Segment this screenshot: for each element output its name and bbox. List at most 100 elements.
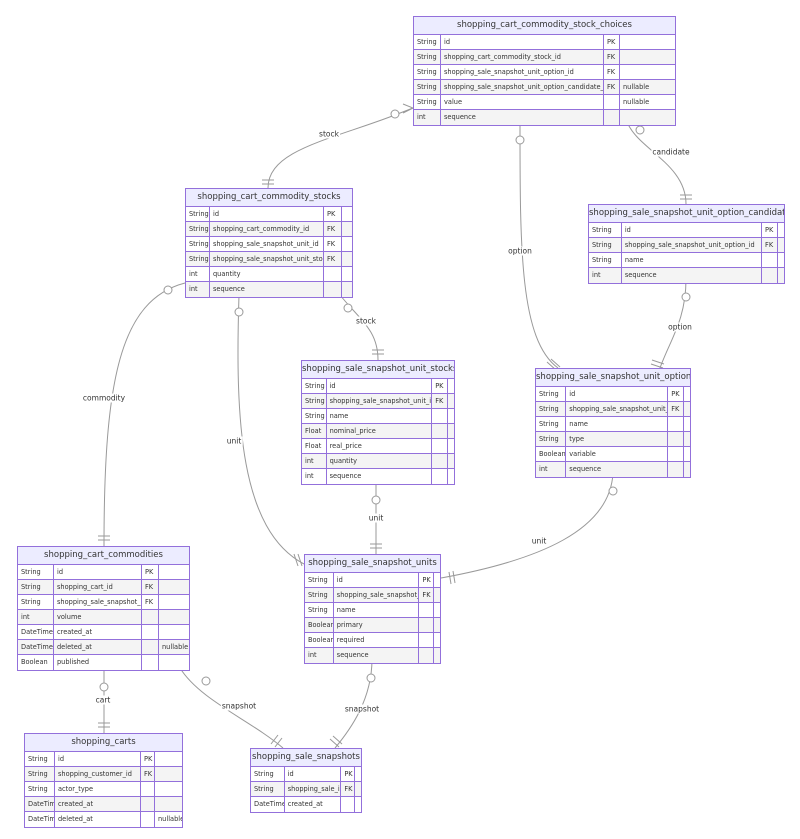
- attribute-key: [324, 282, 342, 297]
- attribute-comment: [448, 469, 454, 484]
- attribute-type: int: [414, 110, 441, 125]
- attribute-comment: [684, 432, 690, 446]
- entity-title: shopping_sale_snapshot_unit_options: [536, 369, 690, 387]
- attribute-name: type: [566, 432, 669, 446]
- attribute-name: shopping_sale_snapshot_unit_id: [327, 394, 433, 408]
- attribute-key: [668, 462, 684, 477]
- attribute-comment: [434, 603, 440, 617]
- attribute-key: FK: [142, 580, 159, 594]
- attribute-comment: [620, 50, 675, 64]
- attribute-name: id: [334, 573, 420, 587]
- attribute-type: Boolean: [305, 618, 334, 632]
- attribute-key: [762, 268, 778, 283]
- attribute-type: String: [414, 95, 441, 109]
- entity-title: shopping_sale_snapshot_unit_stocks: [302, 361, 454, 379]
- attribute-type: String: [18, 565, 54, 579]
- attribute-type: DateTime: [25, 812, 55, 827]
- attribute-type: String: [18, 595, 54, 609]
- attribute-type: Float: [302, 424, 327, 438]
- attribute-key: PK: [419, 573, 434, 587]
- edge-stock-choices: [267, 107, 414, 189]
- attribute-type: String: [251, 782, 285, 796]
- attribute-name: quantity: [210, 267, 324, 281]
- attribute-name: shopping_cart_commodity_id: [210, 222, 324, 236]
- cardinality-zero-circle: [608, 486, 618, 496]
- attribute-name: primary: [334, 618, 420, 632]
- attribute-comment: [155, 782, 182, 796]
- attribute-key: FK: [324, 237, 342, 251]
- attribute-type: String: [589, 223, 622, 237]
- attribute-key: PK: [142, 565, 159, 579]
- attribute-comment: [159, 625, 189, 639]
- cardinality-bar: [650, 363, 664, 369]
- attribute-type: Boolean: [305, 633, 334, 647]
- attribute-type: String: [186, 222, 210, 236]
- attribute-type: String: [414, 35, 441, 49]
- attribute-comment: nullable: [623, 98, 650, 106]
- entity-title: shopping_carts: [25, 734, 182, 752]
- attribute-key: [324, 267, 342, 281]
- attribute-key: PK: [324, 207, 342, 221]
- attribute-key: FK: [668, 402, 684, 416]
- cardinality-zero-circle: [371, 495, 381, 505]
- attribute-comment: [159, 610, 189, 624]
- attribute-name: id: [55, 752, 141, 766]
- entity-title: shopping_cart_commodity_stock_choices: [414, 17, 675, 35]
- attribute-type: String: [414, 50, 441, 64]
- attribute-comment: [434, 618, 440, 632]
- attribute-name: value: [441, 95, 604, 109]
- attribute-type: int: [589, 268, 622, 283]
- attribute-key: FK: [419, 588, 434, 602]
- attribute-comment: [159, 580, 189, 594]
- attribute-comment: [159, 565, 189, 579]
- edge-stock-unitstocks: [339, 294, 379, 361]
- attribute-key: [419, 603, 434, 617]
- attribute-type: int: [186, 267, 210, 281]
- entity-title: shopping_cart_commodities: [18, 547, 189, 565]
- attribute-comment: [342, 207, 352, 221]
- edge-unit-options: [440, 472, 614, 579]
- attribute-comment: [778, 268, 784, 283]
- attribute-key: PK: [762, 223, 778, 237]
- attribute-name: id: [622, 223, 763, 237]
- attribute-name: sequence: [566, 462, 669, 477]
- attribute-key: [419, 648, 434, 663]
- entity-title: shopping_sale_snapshot_units: [305, 555, 440, 573]
- attribute-name: shopping_sale_snapshot_unit_option_candi…: [441, 80, 604, 94]
- attribute-name: shopping_sale_snapshot_unit_id: [210, 237, 324, 251]
- attribute-type: DateTime: [18, 640, 54, 654]
- attribute-name: volume: [54, 610, 142, 624]
- attribute-comment: [778, 223, 784, 237]
- attribute-type: int: [305, 648, 334, 663]
- attribute-key: PK: [141, 752, 155, 766]
- attribute-comment: [684, 417, 690, 431]
- attribute-name: created_at: [54, 625, 142, 639]
- attribute-type: DateTime: [251, 797, 285, 812]
- attribute-name: deleted_at: [54, 640, 142, 654]
- attribute-type: String: [25, 752, 55, 766]
- relation-label-option: option: [507, 246, 533, 256]
- entity-shopping-sale-snapshot-unit-option-candidates[interactable]: shopping_sale_snapshot_unit_option_candi…: [588, 204, 785, 284]
